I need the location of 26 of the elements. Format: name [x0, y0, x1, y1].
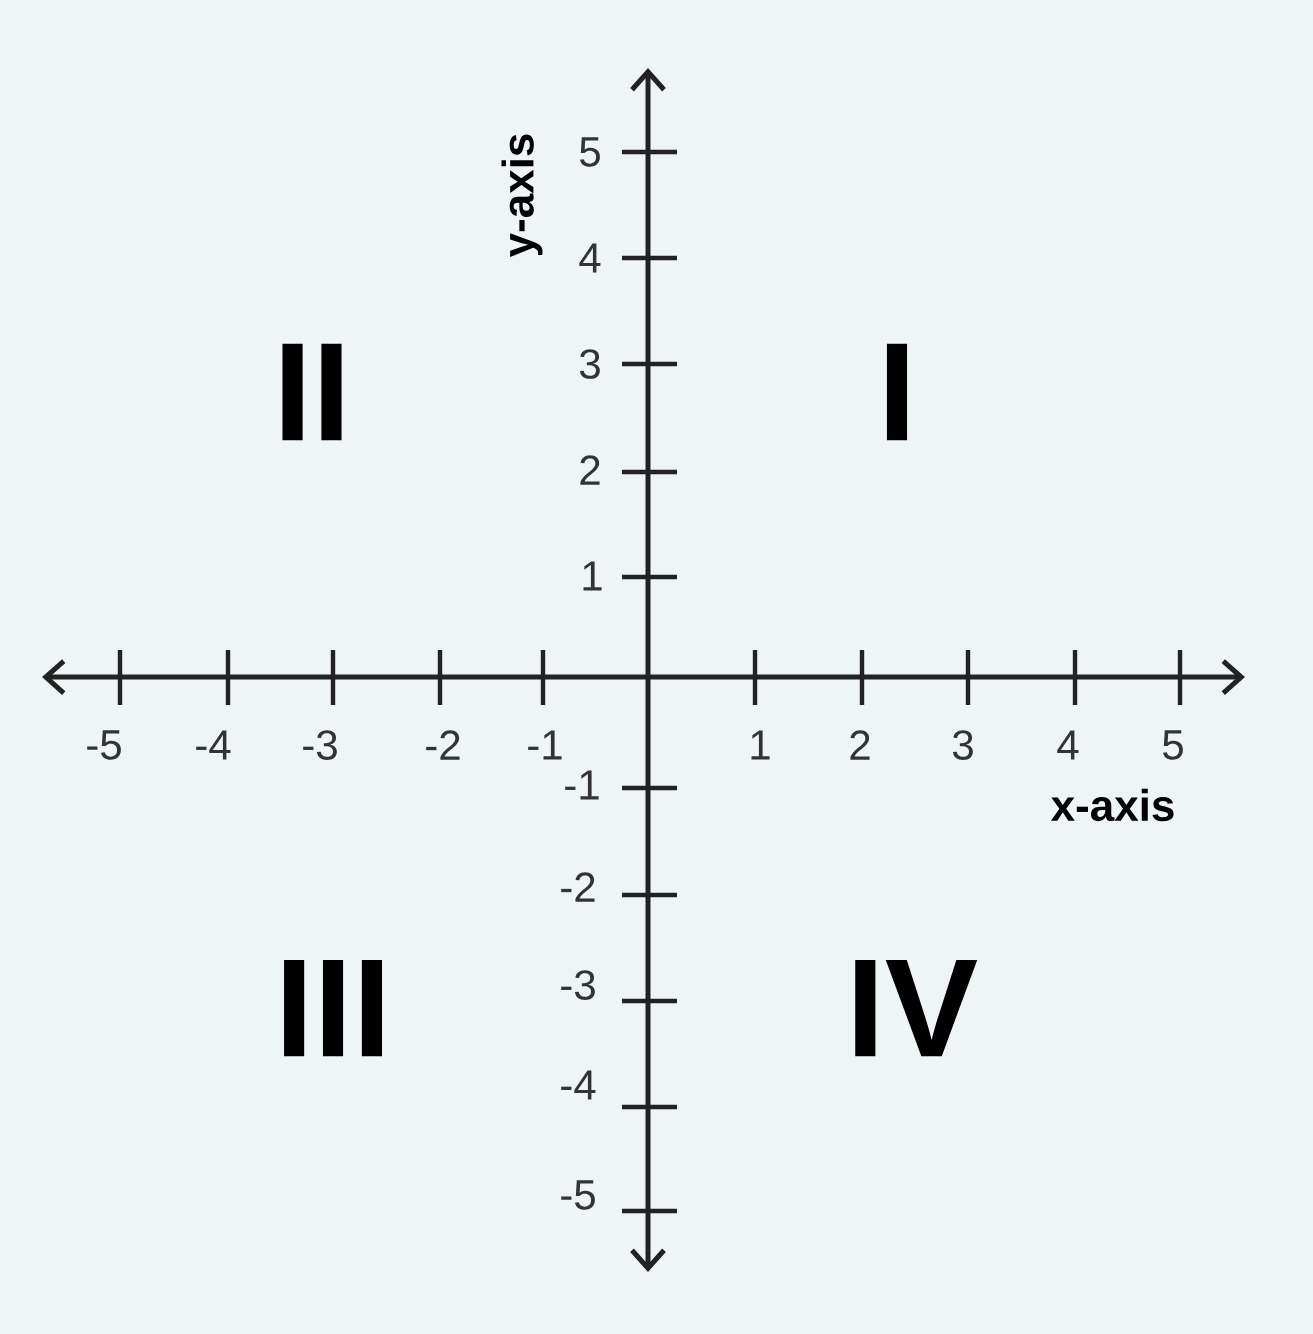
tick-label: -2	[561, 872, 595, 902]
tick-label: 4	[579, 243, 601, 273]
quadrant-number: II	[282, 343, 342, 441]
tick-label: 5	[580, 137, 600, 167]
tick-label: -1	[528, 730, 562, 760]
tick-label: 5	[1163, 730, 1183, 760]
tick-label: -5	[561, 1180, 595, 1210]
tick-label: -5	[87, 730, 121, 760]
quadrant-number: I	[886, 343, 908, 441]
tick-label: -2	[426, 730, 460, 760]
quadrant-number: III	[284, 959, 382, 1057]
quadrant-number: IV	[855, 959, 978, 1057]
axis-title: y-axis	[501, 134, 543, 258]
tick-label: 1	[583, 561, 602, 591]
tick-label: 3	[952, 730, 973, 760]
tick-label: 2	[580, 455, 600, 485]
tick-label: -3	[561, 970, 595, 1000]
tick-label: 2	[850, 730, 870, 760]
axis-title: x-axis	[1050, 788, 1174, 822]
tick-label: 4	[1057, 730, 1079, 760]
tick-label: -4	[561, 1070, 596, 1100]
tick-label: -4	[196, 730, 231, 760]
tick-label: 3	[579, 349, 600, 379]
tick-label: -1	[565, 770, 599, 800]
tick-label: 1	[751, 730, 770, 760]
tick-label: -3	[303, 730, 337, 760]
